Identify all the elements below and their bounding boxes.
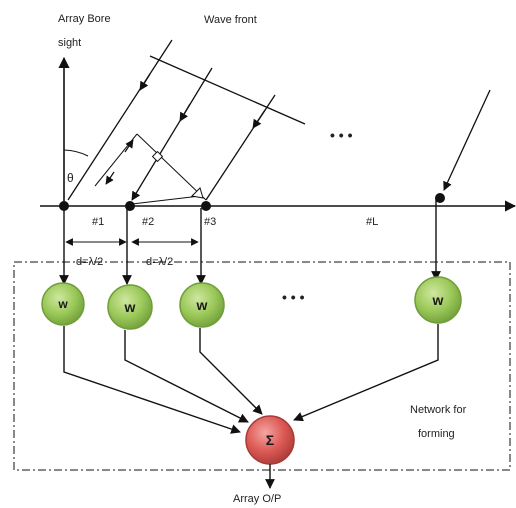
element-dot-1 — [59, 201, 69, 211]
combine-line-L — [293, 324, 439, 422]
weight-node-1 — [41, 282, 85, 326]
network-box — [13, 261, 511, 471]
weight-label-1: w — [57, 297, 68, 311]
combine-line-1 — [63, 326, 241, 434]
path-diff-arrow-a — [124, 139, 134, 153]
combine-line-2 — [124, 330, 249, 423]
boresight-label-line1: Array Bore — [58, 13, 111, 25]
network-label-line2: forming — [418, 428, 455, 440]
weight-node-2 — [107, 284, 153, 330]
spacing-label-1: d=λ/2 — [76, 256, 103, 268]
angle-marker-3 — [190, 187, 204, 199]
element-dot-3 — [201, 201, 211, 211]
combine-line-3 — [199, 328, 263, 415]
incoming-ray-1 — [67, 39, 173, 201]
weight-label-2: w — [124, 299, 136, 315]
incoming-ray-3-arrow — [252, 109, 266, 129]
path-diff-line-3 — [94, 133, 138, 187]
incoming-ray-1-arrow — [139, 73, 151, 91]
network-label-line1: Network for — [410, 404, 467, 416]
incoming-ray-2 — [131, 67, 213, 201]
boresight-label-line2: sight — [58, 37, 81, 49]
element-dot-L — [435, 193, 445, 203]
spacing-label-2: d=λ/2 — [146, 256, 173, 268]
incoming-ray-2-arrow — [179, 103, 191, 122]
ellipsis-top: • • • — [330, 127, 353, 143]
weight-node-L — [414, 276, 462, 324]
path-diff-line-1 — [131, 195, 201, 205]
element-label-2: #2 — [142, 216, 154, 228]
path-diff-line-2 — [136, 133, 207, 201]
incoming-ray-4 — [443, 89, 491, 191]
path-diff-arrow-b — [105, 171, 115, 185]
right-angle-marker — [151, 150, 164, 163]
element-label-3: #3 — [204, 216, 216, 228]
output-label: Array O/P — [233, 493, 281, 505]
theta-arc — [63, 149, 89, 157]
ellipsis-mid: • • • — [282, 289, 305, 305]
wave-front-line — [149, 55, 306, 125]
element-label-1: #1 — [92, 216, 104, 228]
summer-label: Σ — [266, 432, 274, 448]
weight-label-L: w — [432, 292, 444, 308]
theta-label: θ — [67, 171, 74, 185]
weight-node-3 — [179, 282, 225, 328]
weight-label-3: w — [196, 297, 208, 313]
element-label-L: #L — [366, 216, 378, 228]
wave-front-label: Wave front — [204, 14, 257, 26]
